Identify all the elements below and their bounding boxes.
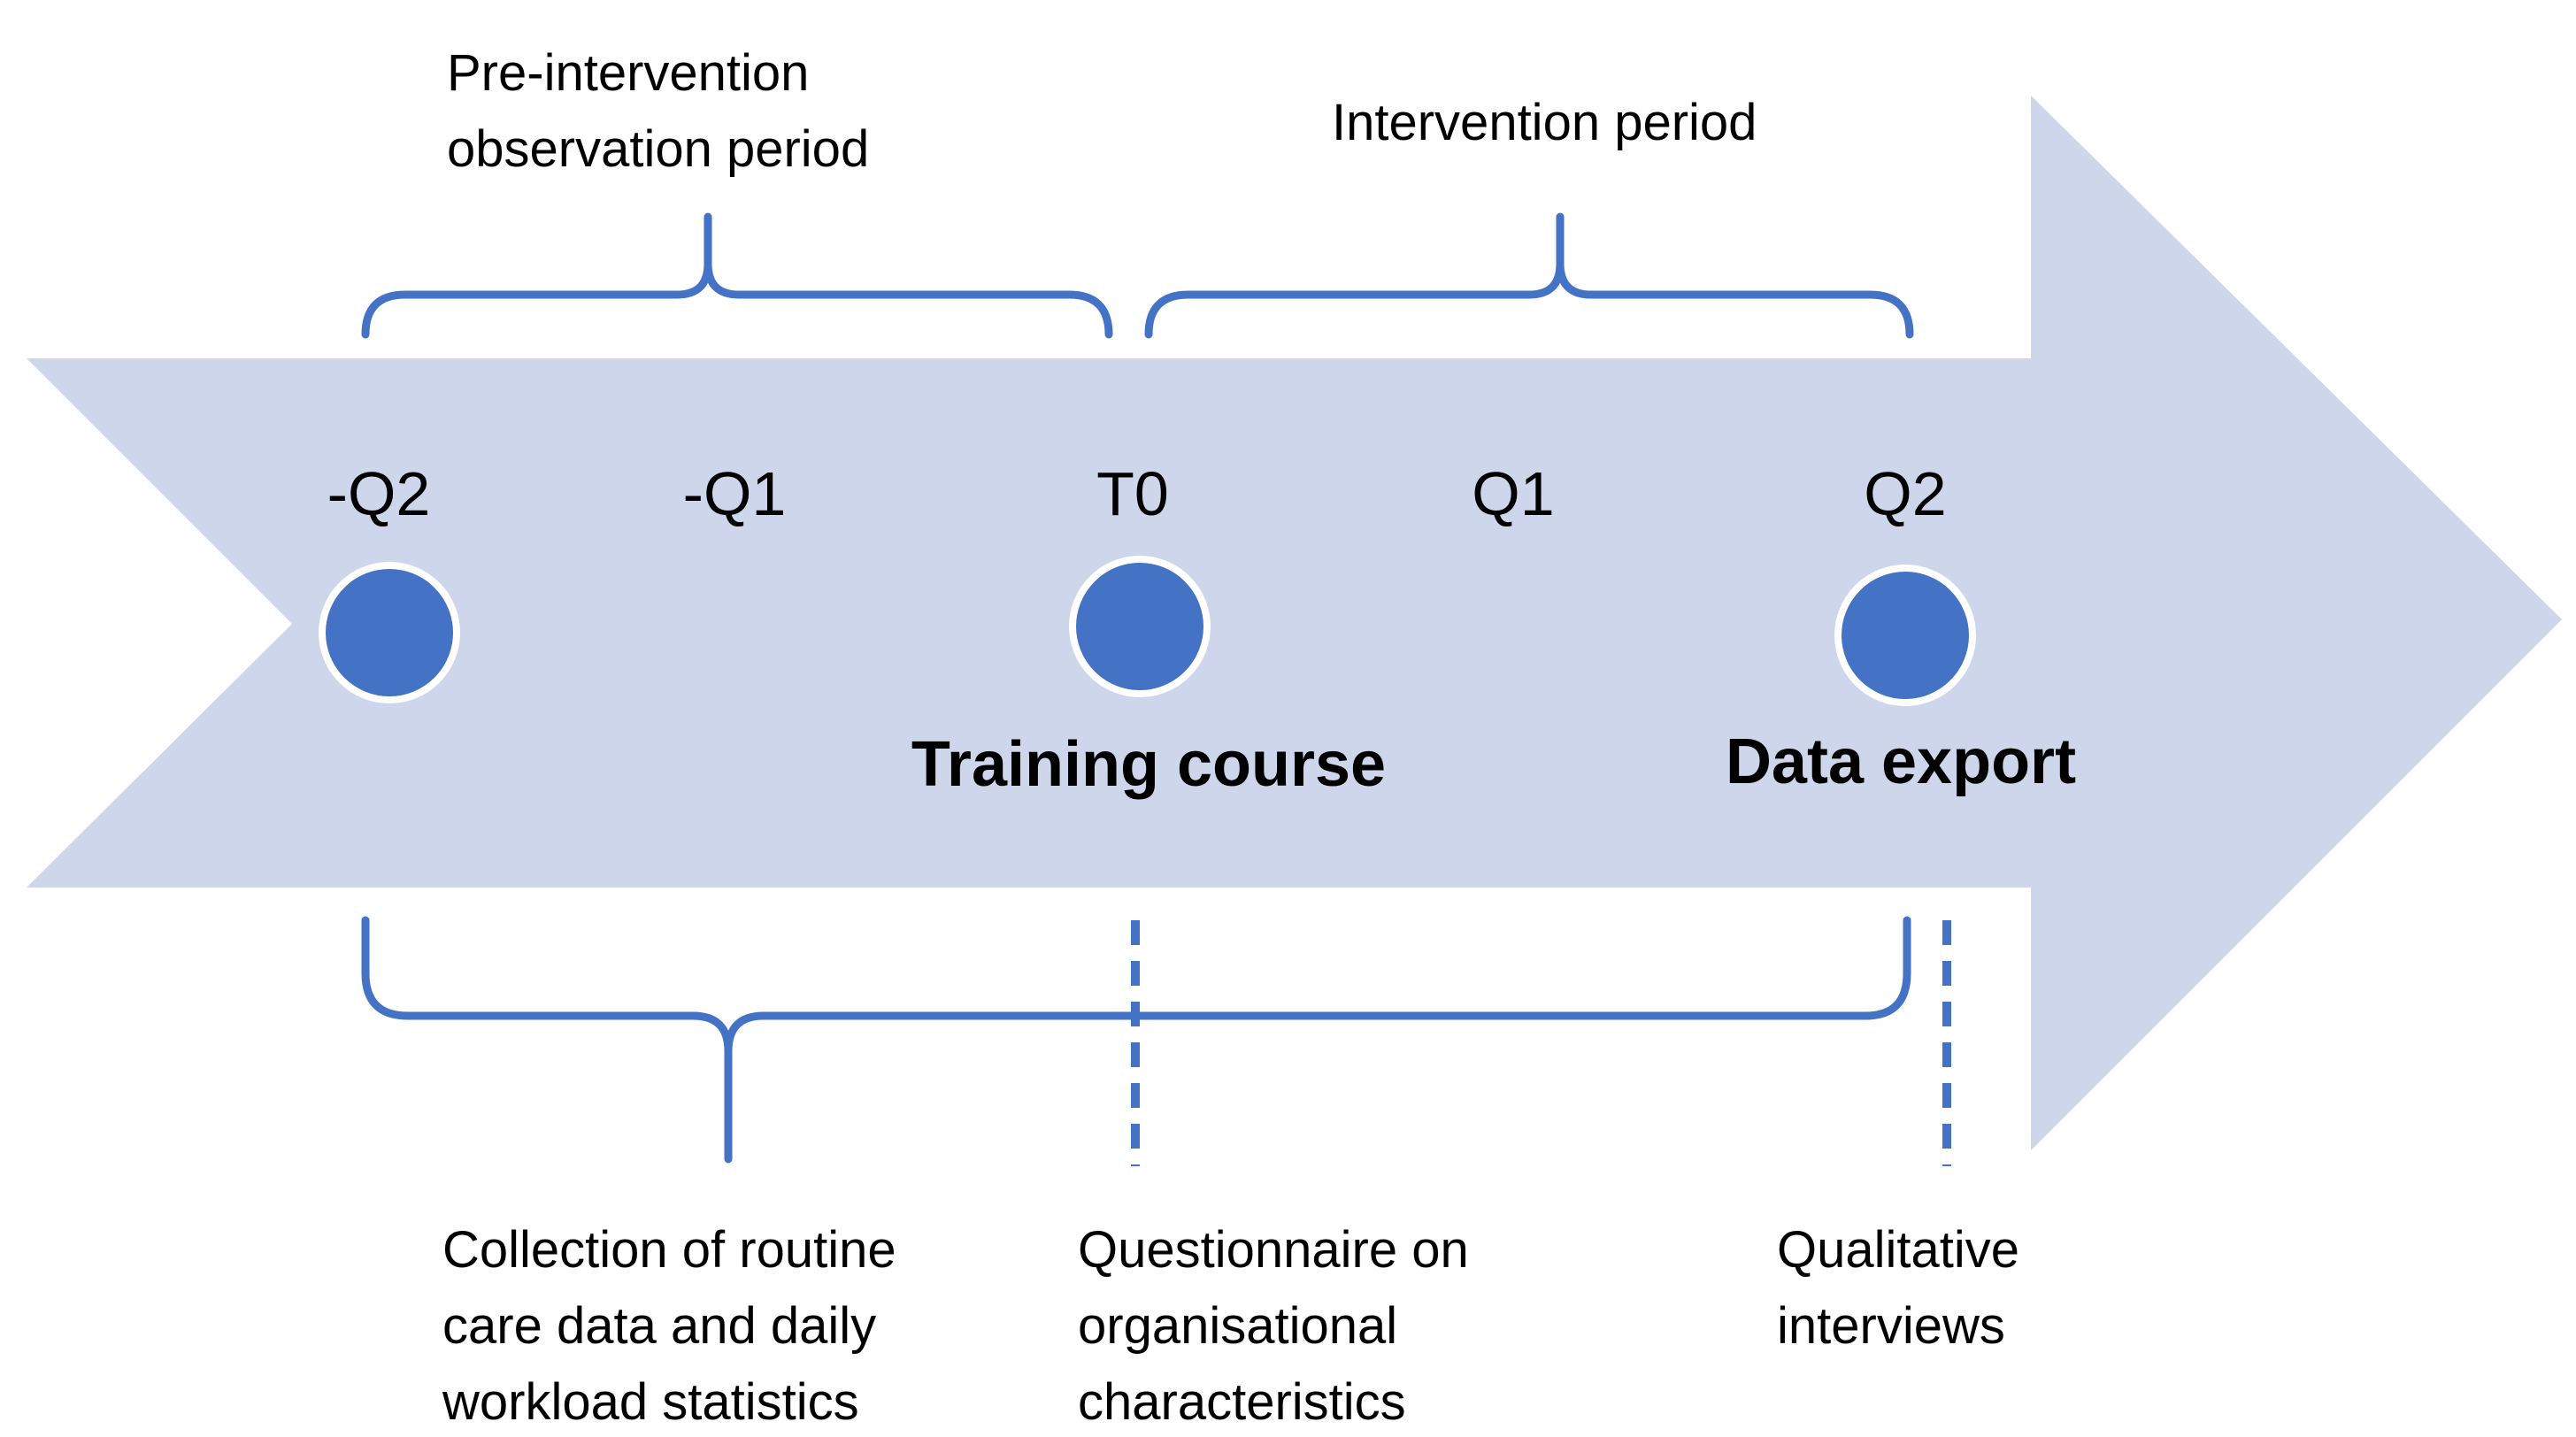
collection-brace [361,916,1911,1164]
pre-intervention-label-line1: Pre-intervention [447,44,809,102]
interviews-note-line2: interviews [1777,1297,2005,1355]
timepoint-label-minus-q2: -Q2 [327,459,431,528]
timepoint-label-t0: T0 [1096,459,1169,528]
questionnaire-note-line1: Questionnaire on [1078,1221,1469,1279]
questionnaire-note-line3: characteristics [1078,1373,1406,1431]
timepoint-dot-q2 [1834,565,1976,706]
collection-note-line1: Collection of routine [442,1221,896,1279]
training-course-label: Training course [911,729,1386,800]
timepoint-label-q2: Q2 [1864,459,1946,528]
collection-note-line2: care data and daily [442,1297,876,1355]
timepoint-dot-minus-q2 [319,562,460,703]
questionnaire-note-line2: organisational [1078,1297,1397,1355]
interviews-note-line1: Qualitative [1777,1221,2019,1279]
intervention-period-label: Intervention period [1332,94,1757,151]
timepoint-label-q1: Q1 [1472,459,1554,528]
timepoint-dot-t0 [1069,556,1211,697]
intervention-brace [1144,212,1914,339]
data-export-label: Data export [1726,726,2076,797]
timeline-arrow [27,96,2562,1150]
pre-intervention-brace [361,212,1113,339]
collection-note-line3: workload statistics [442,1373,859,1431]
pre-intervention-label-line2: observation period [447,120,869,178]
timepoint-label-minus-q1: -Q1 [683,459,787,528]
